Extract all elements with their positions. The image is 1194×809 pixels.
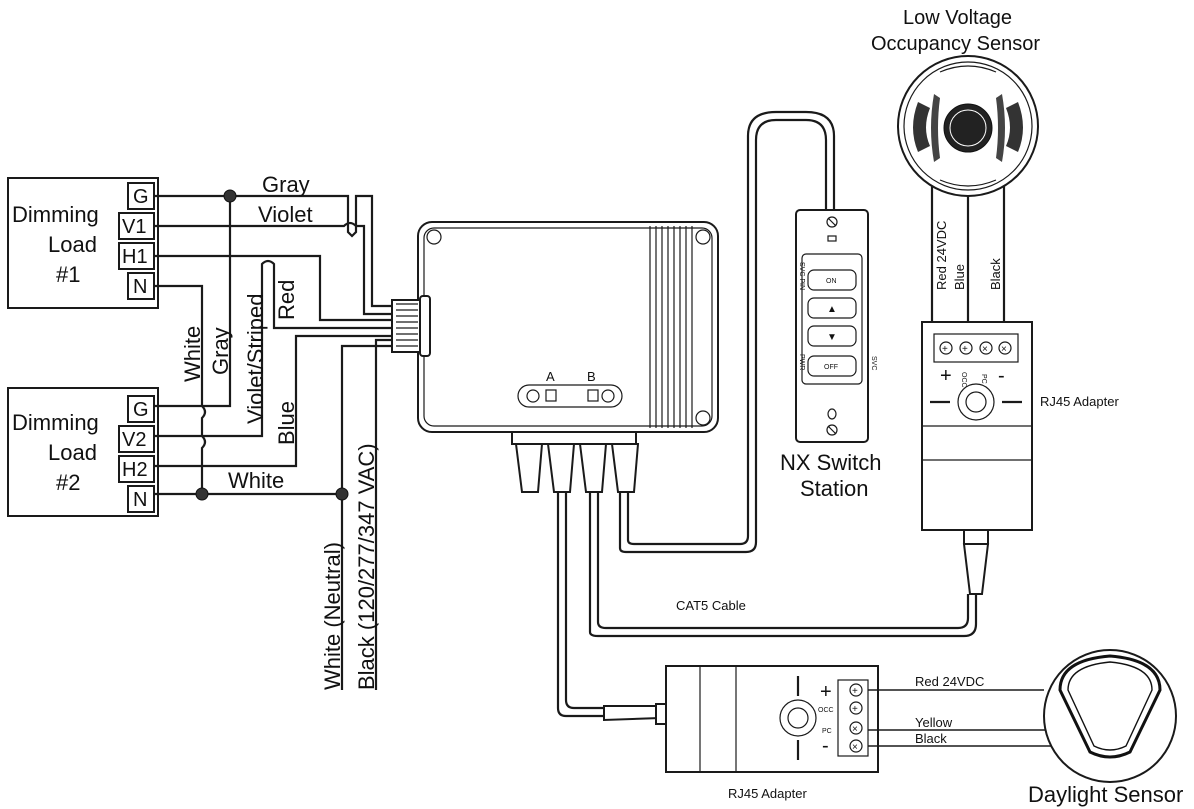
button-on-label[interactable]: ON <box>826 278 837 285</box>
load-1-terminal-v: V1 <box>122 216 146 238</box>
svg-text:×: × <box>982 344 988 355</box>
load-2-name-line3: #2 <box>56 470 80 495</box>
daylight-wire-red: Red 24VDC <box>915 674 984 689</box>
wire-label-neutral: White (Neutral) <box>320 542 345 690</box>
daylight-sensor-title: Daylight Sensor <box>1028 782 1183 807</box>
svg-text:×: × <box>852 724 858 735</box>
wire-label-violet: Violet <box>258 202 313 227</box>
occupancy-title-2: Occupancy Sensor <box>871 33 1040 55</box>
load-2-terminal-v: V2 <box>122 429 146 451</box>
daylight-wire-black: Black <box>915 731 947 746</box>
button-up-icon[interactable]: ▲ <box>827 304 837 315</box>
load-1-name-line1: Dimming <box>12 202 99 227</box>
adapter-bottom-pc: PC <box>822 728 832 735</box>
port-a-label: A <box>546 369 555 384</box>
wire-label-red: Red <box>274 280 299 320</box>
wire-label-gray-vertical: Gray <box>208 327 233 375</box>
svg-text:+: + <box>942 344 948 355</box>
wire-label-line-voltage: Black (120/277/347 VAC) <box>354 443 379 690</box>
load-2-terminal-h: H2 <box>122 459 148 481</box>
svc-label: SVC <box>870 356 877 370</box>
pwr-label: PWR <box>798 354 805 370</box>
adapter-top-plus: + <box>940 365 952 387</box>
junction-dot <box>335 487 349 501</box>
load-wiring <box>154 189 392 690</box>
occupancy-wire-blue: Blue <box>952 264 967 290</box>
port-b-label: B <box>587 369 596 384</box>
wire-label-gray: Gray <box>262 172 310 197</box>
load-1-name-line2: Load <box>48 232 97 257</box>
occupancy-wire-red: Red 24VDC <box>934 221 949 290</box>
svc-pin-label: SVC PIN <box>798 262 805 290</box>
svg-text:+: + <box>962 344 968 355</box>
occupancy-wire-black: Black <box>988 258 1003 290</box>
rj45-adapter-top: + + × × + OCC PC - RJ45 Adapter <box>921 321 1119 595</box>
switch-station-title-2: Station <box>800 476 869 501</box>
button-down-icon[interactable]: ▼ <box>827 332 837 343</box>
load-1-terminal-h: H1 <box>122 246 148 268</box>
adapter-bottom-minus: - <box>822 735 829 757</box>
load-2-name-line1: Dimming <box>12 410 99 435</box>
adapter-bottom-label: RJ45 Adapter <box>728 786 807 801</box>
wire-label-blue: Blue <box>274 401 299 445</box>
svg-text:+: + <box>852 686 858 697</box>
adapter-bottom-occ: OCC <box>818 707 834 714</box>
wire-label-violet-striped: Violet/Striped <box>243 294 268 424</box>
load-1-terminal-g: G <box>133 186 149 208</box>
load-1-name-line3: #1 <box>56 262 80 287</box>
junction-dot <box>223 189 237 203</box>
adapter-top-minus: - <box>998 365 1005 387</box>
occupancy-sensor: Low Voltage Occupancy Sensor Red 24VDC B… <box>871 7 1040 322</box>
cat5-cable-label: CAT5 Cable <box>676 598 746 613</box>
controller-cables <box>556 110 978 718</box>
nx-switch-station: ON ▲ ▼ OFF SVC PIN PWR SVC NX Switch Sta… <box>780 209 881 501</box>
dimming-load-2: Dimming Load #2 G V2 H2 N <box>7 387 159 517</box>
rj45-adapter-bottom: + + × × + OCC PC - RJ45 Adapter <box>603 665 879 801</box>
svg-text:×: × <box>852 742 858 753</box>
adapter-bottom-plus: + <box>820 681 832 703</box>
daylight-wire-yellow: Yellow <box>915 715 953 730</box>
daylight-sensor: Red 24VDC Yellow Black Daylight Sensor <box>868 649 1183 807</box>
adapter-top-label: RJ45 Adapter <box>1040 394 1119 409</box>
occupancy-title-1: Low Voltage <box>903 7 1012 29</box>
load-2-name-line2: Load <box>48 440 97 465</box>
svg-text:+: + <box>852 704 858 715</box>
load-1-terminal-n: N <box>133 276 147 298</box>
load-2-terminal-g: G <box>133 399 149 421</box>
wire-label-white-bottom: White <box>228 468 284 493</box>
adapter-top-pc: PC <box>980 374 987 384</box>
adapter-top-occ: OCC <box>960 372 967 388</box>
controller-module: A B <box>391 221 719 493</box>
wire-label-white: White <box>180 326 205 382</box>
dimming-load-1: Dimming Load #1 G V1 H1 N <box>7 177 159 309</box>
load-2-terminal-n: N <box>133 489 147 511</box>
switch-station-title-1: NX Switch <box>780 450 881 475</box>
button-off-label[interactable]: OFF <box>824 364 838 371</box>
junction-dot <box>195 487 209 501</box>
svg-text:×: × <box>1001 344 1007 355</box>
